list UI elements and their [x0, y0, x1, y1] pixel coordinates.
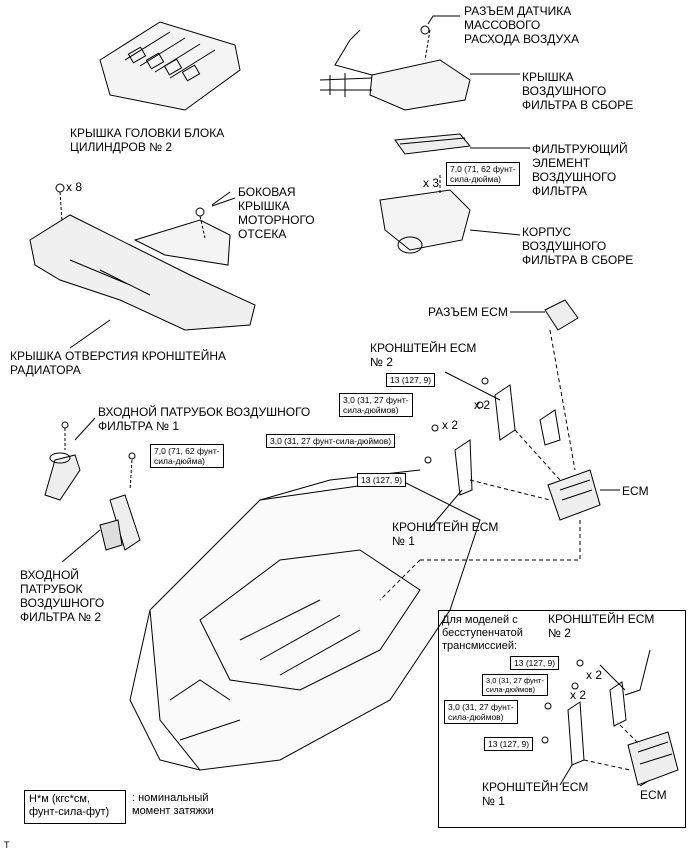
dashed-guides: [379, 329, 581, 601]
filter-element-drawing: [394, 133, 471, 155]
inset-label-ecm: ECM: [640, 788, 667, 802]
multiplier-x2-bracket1: x 2: [442, 418, 459, 432]
label-side-cover: БОКОВАЯ КРЫШКА МОТОРНОГО ОТСЕКА: [238, 185, 315, 241]
label-ecm-connector: РАЗЪЕМ ECM: [428, 305, 508, 319]
torque-legend-text: : номинальный момент затяжки: [132, 792, 214, 817]
inset-torque-nut-top: 13 (127, 9): [510, 656, 560, 670]
torque-bracket1-bolts: 3,0 (31, 27 фунт-сила-дюймов): [266, 434, 396, 448]
radiator-support-cover-drawing: [29, 183, 256, 331]
label-ecm-bracket-1: КРОНШТЕЙН ECM № 1: [392, 520, 499, 548]
inset-multiplier-x2-b: x 2: [570, 688, 587, 702]
air-cleaner-case-drawing: [379, 175, 471, 254]
inset-multiplier-x2-a: x 2: [586, 668, 603, 682]
inset-torque-bolts-b: 3,0 (31, 27 фунт- сила-дюймов): [444, 700, 518, 724]
torque-legend-box: Н*м (кгс*см, фунт-сила-фут): [24, 790, 126, 824]
label-ecm: ECM: [622, 484, 649, 498]
inlet-hose-2-drawing: [99, 452, 141, 551]
air-cleaner-cap-drawing: [319, 25, 471, 111]
label-inlet-hose-2: ВХОДНОЙ ПАТРУБОК ВОЗДУШНОГО ФИЛЬТРА № 2: [20, 568, 105, 624]
engine-compartment-drawing: [129, 469, 481, 771]
label-ecm-bracket-2: КРОНШТЕЙН ECM № 2: [370, 341, 477, 369]
torque-bracket1-nut: 13 (127, 9): [357, 473, 407, 487]
label-radiator-support-cover: КРЫШКА ОТВЕРСТИЯ КРОНШТЕЙНА РАДИАТОРА: [10, 349, 227, 377]
torque-inlet-hose-bolt: 7,0 (71, 62 фунт- сила-дюйма): [150, 444, 224, 468]
label-filter-element: ФИЛЬТРУЮЩИЙ ЭЛЕМЕНТ ВОЗДУШНОГО ФИЛЬТРА: [532, 142, 628, 198]
multiplier-x8: x 8: [66, 180, 83, 194]
inlet-hose-1-drawing: [44, 421, 81, 501]
inset-torque-nut-bottom: 13 (127, 9): [484, 737, 534, 751]
inset-label-ecm-bracket-1: КРОНШТЕЙН ECM № 1: [482, 780, 589, 808]
label-air-cleaner-cap: КРЫШКА ВОЗДУШНОГО ФИЛЬТРА В СБОРЕ: [522, 70, 634, 112]
multiplier-x2-bracket2: x 2: [474, 398, 491, 412]
corner-mark: T: [4, 840, 10, 850]
label-maf-connector: РАЗЪЕМ ДАТЧИКА МАССОВОГО РАСХОДА ВОЗДУХА: [464, 4, 580, 46]
multiplier-x3: x 3: [423, 176, 440, 190]
ecm-assembly-drawing: [424, 299, 601, 521]
inset-drawing: [541, 649, 679, 787]
leader-lines: [61, 15, 620, 563]
side-cover-drawing: [133, 191, 231, 266]
torque-bracket2-nut: 13 (127, 9): [386, 373, 436, 387]
torque-filter-bolts: 7,0 (71, 62 фунт- сила-дюйма): [446, 162, 520, 186]
label-cylinder-head-cover: КРЫШКА ГОЛОВКИ БЛОКА ЦИЛИНДРОВ № 2: [70, 126, 225, 154]
cvt-inset-panel: [438, 610, 686, 828]
inset-label-ecm-bracket-2: КРОНШТЕЙН ECM № 2: [548, 612, 655, 640]
label-inlet-hose-1: ВХОДНОЙ ПАТРУБОК ВОЗДУШНОГО ФИЛЬТРА № 1: [98, 405, 311, 433]
torque-bracket2-bolts: 3,0 (31, 27 фунт- сила-дюймов): [339, 393, 413, 417]
inset-title: Для моделей с бесступенчатой трансмиссие…: [442, 614, 523, 652]
cylinder-head-cover-drawing: [99, 21, 241, 111]
inset-torque-bolts-a: 3,0 (31, 27 фунт- сила-дюймов): [482, 674, 548, 696]
label-air-cleaner-case: КОРПУС ВОЗДУШНОГО ФИЛЬТРА В СБОРЕ: [522, 225, 634, 267]
inset-dashed-guides: [583, 724, 641, 771]
